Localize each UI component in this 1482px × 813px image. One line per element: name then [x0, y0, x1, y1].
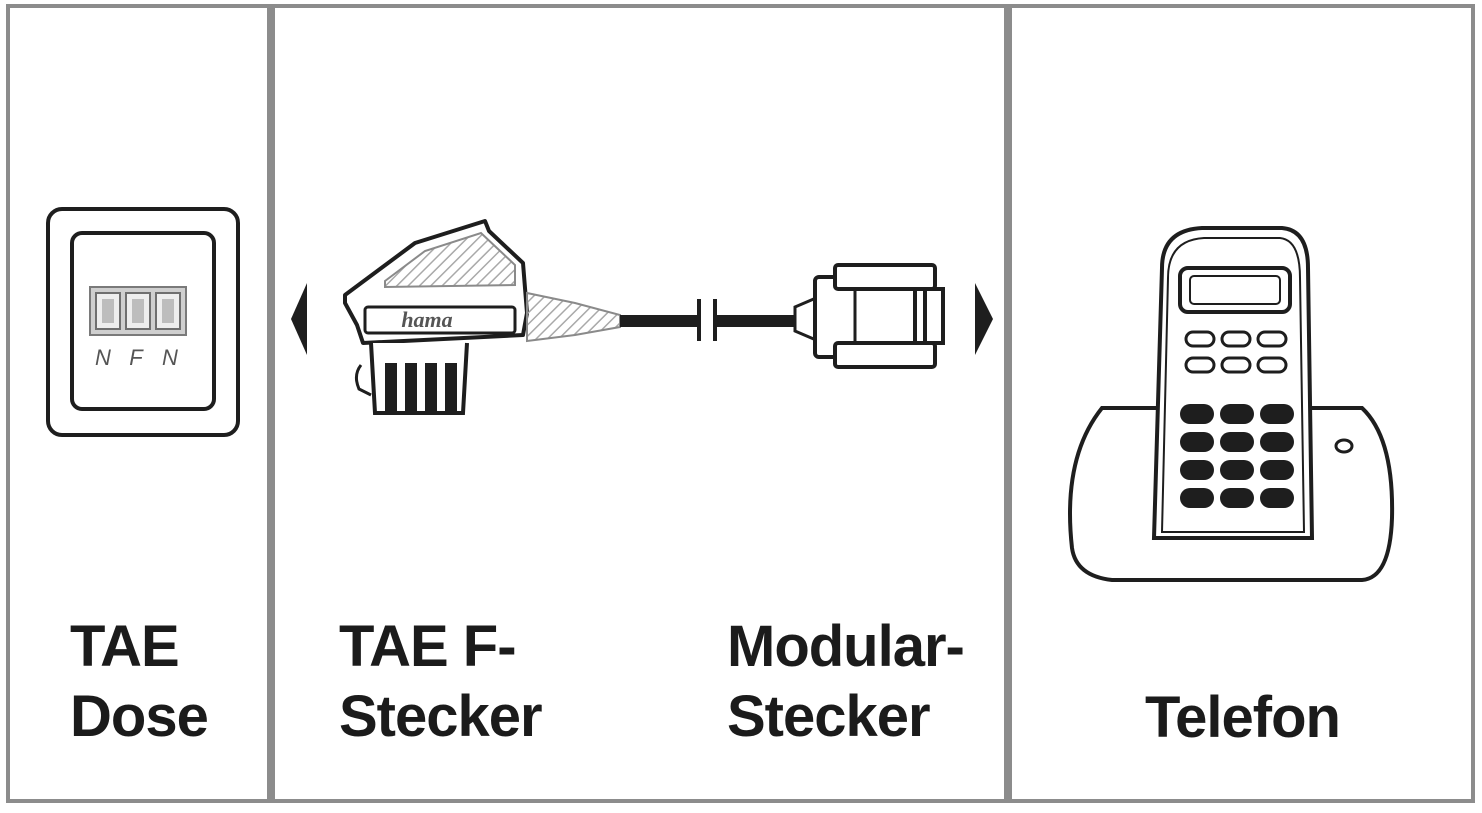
panel-telefon: Telefon — [1008, 4, 1475, 803]
label-telefon: Telefon — [1145, 683, 1341, 753]
triangle-left-icon — [291, 283, 307, 355]
cable-line — [620, 299, 805, 341]
label-telefon-line1: Telefon — [1145, 685, 1341, 750]
cable-illustration: hama — [291, 219, 993, 415]
phone-softkeys — [1184, 330, 1288, 374]
socket-marking-f: F — [129, 345, 144, 370]
label-tae-f-stecker-line1: TAE F- — [339, 614, 517, 679]
tae-wall-socket-icon: N F N — [46, 207, 240, 437]
socket-slots — [89, 286, 187, 336]
label-tae-dose-line1: TAE — [70, 614, 180, 679]
label-tae-f-stecker-line2: Stecker — [339, 684, 543, 749]
socket-marking-n1: N — [95, 345, 111, 370]
label-tae-dose: TAE Dose — [70, 612, 209, 752]
phone-keypad — [1180, 404, 1294, 508]
tae-f-plug-icon: hama — [343, 219, 621, 415]
label-tae-dose-line2: Dose — [70, 684, 209, 749]
cordless-phone-icon — [1068, 226, 1395, 582]
label-modular-stecker-line2: Stecker — [727, 684, 931, 749]
socket-marking-n2: N — [162, 345, 178, 370]
panel-cable: hama — [271, 4, 1008, 803]
label-modular-stecker-line1: Modular- — [727, 614, 965, 679]
plug-brand-text: hama — [401, 307, 452, 332]
label-tae-f-stecker: TAE F- Stecker — [339, 612, 543, 752]
label-modular-stecker: Modular- Stecker — [727, 612, 965, 752]
panel-tae-dose: N F N TAE Dose — [6, 4, 271, 803]
triangle-right-icon — [975, 283, 993, 355]
modular-plug-icon — [793, 263, 945, 369]
